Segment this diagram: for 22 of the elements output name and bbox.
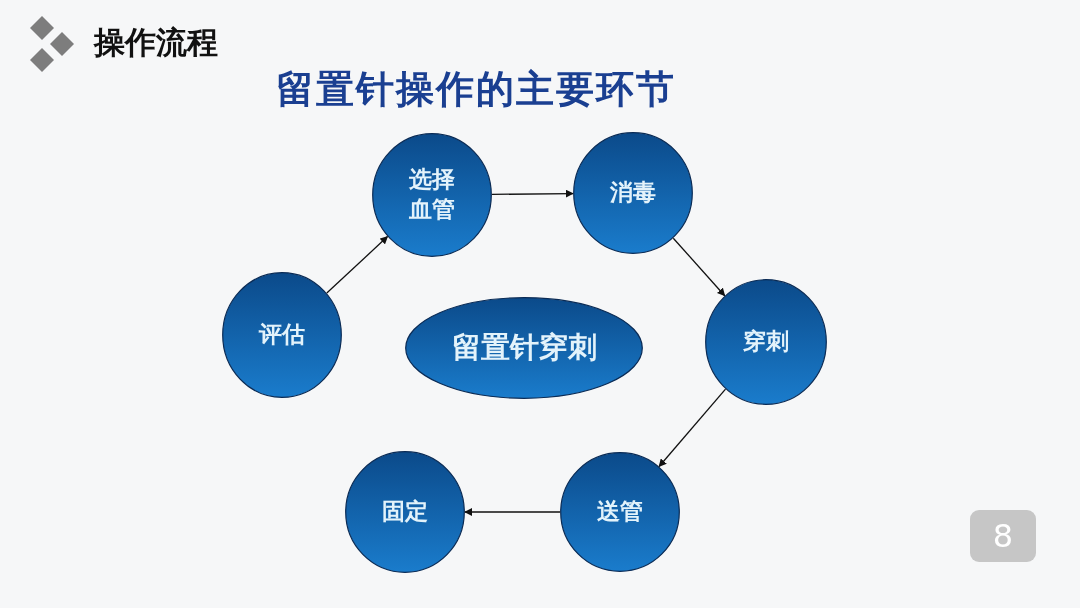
section-heading: 操作流程 [94, 23, 218, 62]
arrow [672, 237, 726, 297]
step-label: 消毒 [609, 178, 657, 208]
page-number: 8 [970, 510, 1036, 562]
slide-title: 留置针操作的主要环节 [276, 66, 676, 113]
process-circle [573, 132, 693, 254]
process-circle [705, 279, 827, 405]
arrow [464, 508, 561, 516]
step-label: 留置针穿刺 [450, 329, 598, 367]
step-label: 评估 [257, 320, 306, 350]
process-circle [345, 451, 465, 573]
step-label: 穿刺 [742, 327, 790, 357]
process-circle [560, 452, 680, 572]
arrow [658, 388, 727, 468]
process-ellipse [405, 297, 643, 399]
process-circle [372, 133, 492, 257]
step-label: 选择血管 [409, 165, 455, 224]
arrow [326, 235, 389, 294]
process-circle [222, 272, 342, 398]
arrow [491, 189, 574, 198]
step-label: 送管 [596, 497, 644, 527]
step-label: 固定 [381, 497, 429, 527]
